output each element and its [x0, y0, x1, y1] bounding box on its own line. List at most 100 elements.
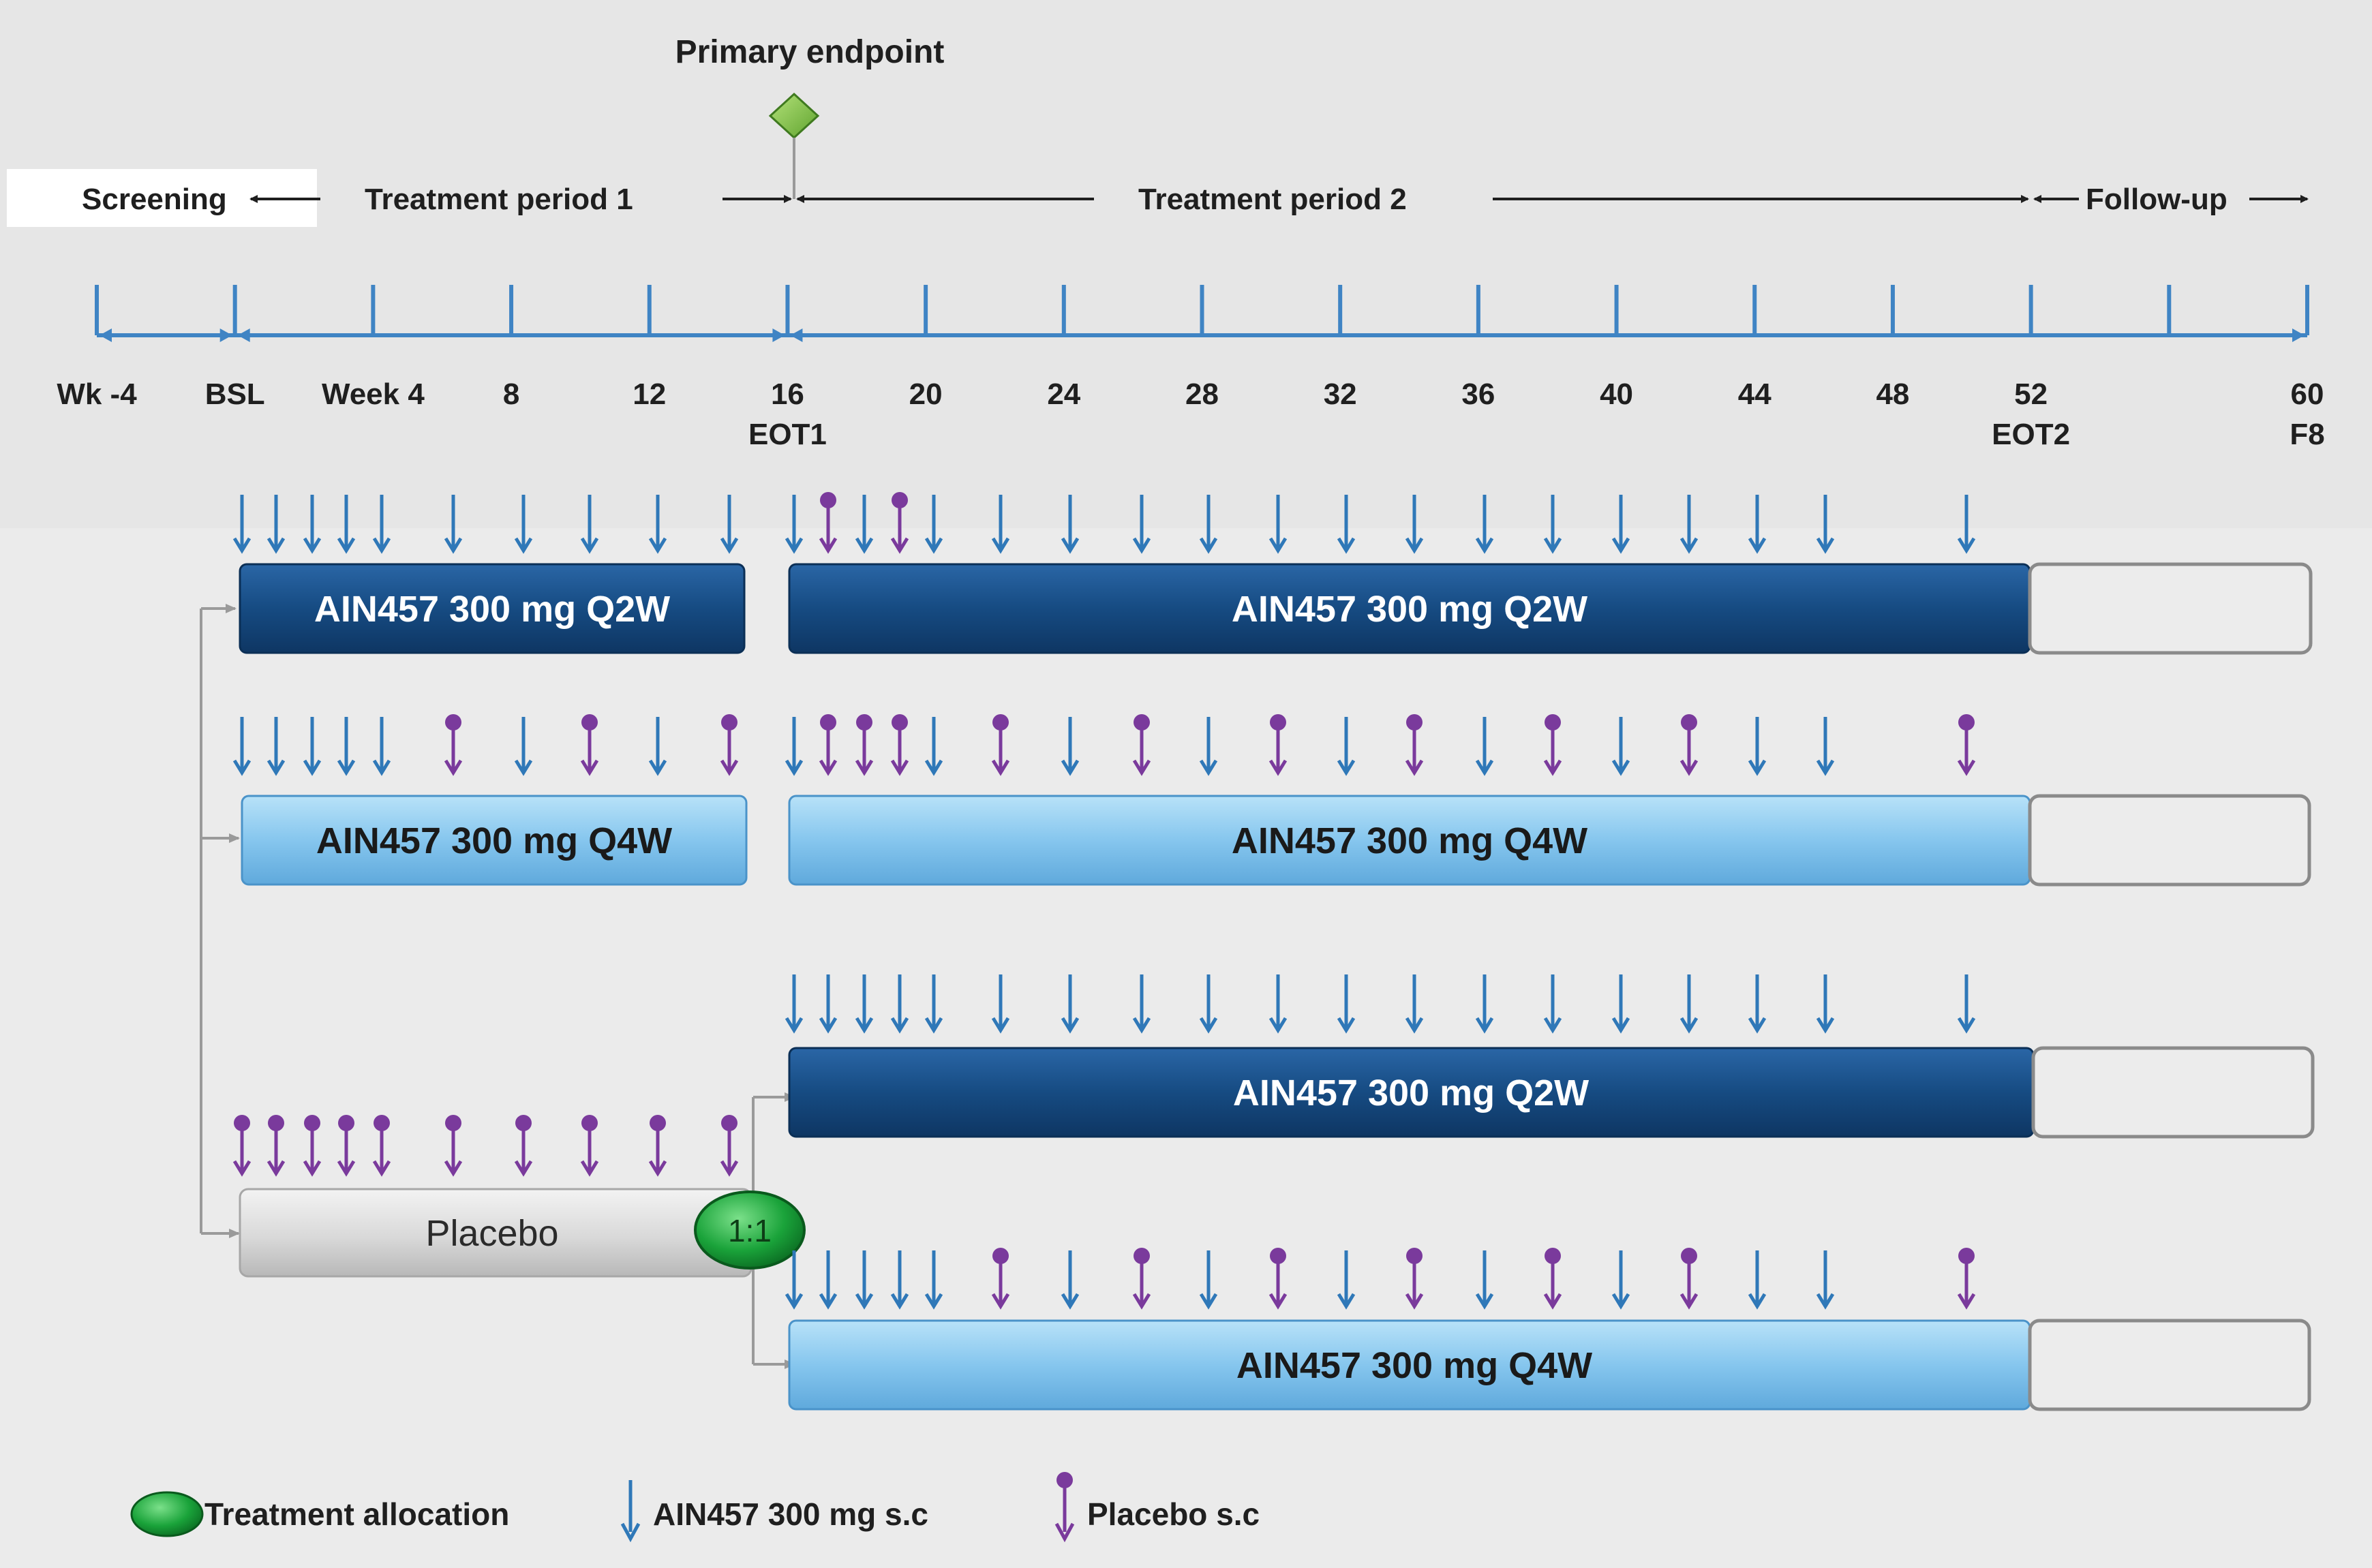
legend-placebo-label: Placebo s.c: [1087, 1496, 1260, 1532]
ain457-dose-arrow: [785, 495, 804, 554]
timeline-arrowhead: [790, 328, 803, 342]
arm-q4w-tp1-label: AIN457 300 mg Q4W: [316, 820, 672, 861]
ain457-dose-arrow: [1132, 495, 1151, 554]
arm-placebo: Placebo 1:1: [239, 1188, 806, 1278]
timeline-tick-label: 28: [1185, 378, 1219, 411]
placebo-dose-pin: [648, 1115, 667, 1177]
ain457-dose-arrow: [267, 495, 286, 554]
ain457-dose-arrow: [785, 1250, 804, 1310]
timeline-tick-sublabel: F8: [2290, 418, 2324, 451]
ain457-dose-arrow: [580, 495, 599, 554]
timeline-arrowhead: [2292, 328, 2305, 342]
ain457-dose-arrow: [1199, 717, 1218, 776]
placebo-dose-pin: [1543, 1248, 1562, 1310]
arm-q2w-tp2-label: AIN457 300 mg Q2W: [1232, 589, 1587, 630]
ain457-dose-arrow: [1611, 495, 1630, 554]
phase-treatment-period-1: Treatment period 1: [365, 183, 633, 216]
timeline-arrowhead: [772, 328, 785, 342]
placebo-dose-pin: [720, 1115, 739, 1177]
timeline-tick-label: 40: [1600, 378, 1633, 411]
ain457-dose-arrow: [303, 717, 322, 776]
ain457-dose-arrow: [1543, 974, 1562, 1034]
dosing-symbols: [232, 492, 1976, 1310]
ain457-dose-arrow: [232, 495, 252, 554]
ain457-dose-arrow: [1475, 495, 1494, 554]
placebo-dose-pin: [267, 1115, 286, 1177]
ain457-dose-arrow: [1199, 495, 1218, 554]
ain457-dose-arrow: [1679, 495, 1699, 554]
timeline-tick-label: BSL: [205, 378, 265, 411]
ain457-dose-arrow: [1337, 717, 1356, 776]
placebo-dose-pin: [890, 492, 909, 554]
placebo-dose-pin: [890, 714, 909, 776]
ain457-dose-arrow: [924, 1250, 943, 1310]
ain457-dose-arrow: [1957, 495, 1976, 554]
placebo-dose-pin: [1132, 1248, 1151, 1310]
ain457-dose-arrow: [720, 495, 739, 554]
arm-q4w: AIN457 300 mg Q4W AIN457 300 mg Q4W: [241, 794, 2311, 887]
ain457-dose-arrow: [890, 1250, 909, 1310]
ain457-dose-arrow: [785, 717, 804, 776]
ain457-dose-arrow: [924, 717, 943, 776]
ain457-dose-arrow: [648, 495, 667, 554]
placebo-dose-pin: [372, 1115, 391, 1177]
arm-q2w-tp1-bar: [239, 563, 746, 654]
placebo-dose-pin: [1405, 714, 1424, 776]
phase-screening: Screening: [82, 183, 227, 216]
timeline-tick-label: Wk -4: [57, 378, 137, 411]
ain457-dose-arrow: [1611, 1250, 1630, 1310]
ain457-dose-arrow: [1475, 1250, 1494, 1310]
legend-ain457-label: AIN457 300 mg s.c: [653, 1496, 928, 1532]
ain457-dose-arrow: [1748, 1250, 1767, 1310]
ain457-dose-arrow: [303, 495, 322, 554]
placebo-dose-pin: [1543, 714, 1562, 776]
arm-q2w-tp1-label: AIN457 300 mg Q2W: [314, 589, 670, 630]
timeline-tick-label: 12: [633, 378, 666, 411]
allocation-ratio: 1:1: [728, 1213, 772, 1248]
timeline-tick-label: 16: [771, 378, 804, 411]
ain457-dose-arrow: [1268, 495, 1288, 554]
ain457-dose-arrow: [924, 495, 943, 554]
ain457-dose-arrow: [648, 717, 667, 776]
ain457-dose-arrow: [444, 495, 463, 554]
ain457-dose-arrow: [1748, 717, 1767, 776]
placebo-q4w-followup-box: [2028, 1319, 2311, 1411]
ain457-dose-arrow: [1816, 717, 1835, 776]
ain457-dose-arrow: [1816, 1250, 1835, 1310]
ain457-dose-arrow: [1132, 974, 1151, 1034]
legend-placebo-icon: [1054, 1472, 1075, 1543]
placebo-dose-pin: [991, 1248, 1010, 1310]
ain457-dose-arrow: [1679, 974, 1699, 1034]
timeline-tick-label: 32: [1324, 378, 1357, 411]
legend-allocation-icon: [130, 1491, 204, 1537]
placebo-dose-pin: [514, 1115, 533, 1177]
timeline-tick-sublabel: EOT2: [1992, 418, 2070, 451]
timeline-tick-sublabel: EOT1: [748, 418, 827, 451]
placebo-dose-pin: [991, 714, 1010, 776]
timeline-tick-label: 20: [909, 378, 943, 411]
placebo-dose-pin: [1957, 714, 1976, 776]
placebo-dose-pin: [444, 1115, 463, 1177]
ain457-dose-arrow: [372, 495, 391, 554]
ain457-dose-arrow: [514, 717, 533, 776]
ain457-dose-arrow: [924, 974, 943, 1034]
ain457-dose-arrow: [1337, 495, 1356, 554]
ain457-dose-arrow: [1475, 974, 1494, 1034]
timeline-arrowhead: [237, 328, 250, 342]
arm-placebo-to-q2w: AIN457 300 mg Q2W: [788, 1046, 2315, 1139]
timeline-tick-label: Week 4: [322, 378, 425, 411]
ain457-dose-arrow: [819, 974, 838, 1034]
ain457-dose-arrow: [1611, 974, 1630, 1034]
ain457-dose-arrow: [991, 495, 1010, 554]
ain457-dose-arrow: [1199, 974, 1218, 1034]
timeline-tick-label: 8: [503, 378, 519, 411]
placebo-dose-pin: [1132, 714, 1151, 776]
ain457-dose-arrow: [1337, 1250, 1356, 1310]
placebo-dose-pin: [580, 714, 599, 776]
ain457-dose-arrow: [785, 974, 804, 1034]
arm-q2w: AIN457 300 mg Q2W AIN457 300 mg Q2W: [239, 562, 2313, 655]
placebo-dose-pin: [1679, 1248, 1699, 1310]
ain457-dose-arrow: [1816, 974, 1835, 1034]
ain457-dose-arrow: [372, 717, 391, 776]
